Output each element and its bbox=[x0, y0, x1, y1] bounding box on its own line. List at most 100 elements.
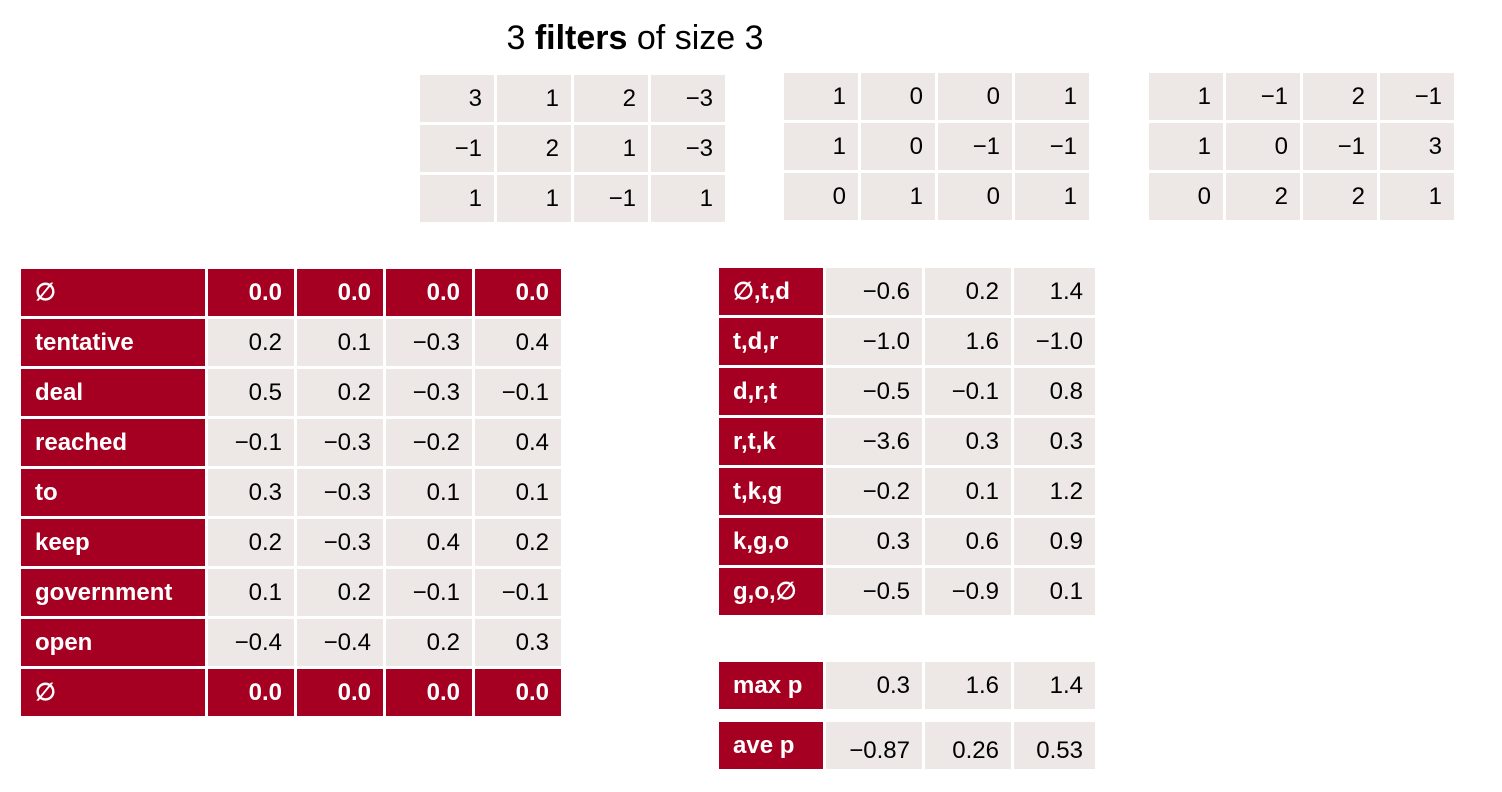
filter-cell: 1 bbox=[1380, 173, 1454, 220]
max-pool-table: max p 0.3 1.6 1.4 bbox=[716, 659, 1098, 712]
filter-cell: 3 bbox=[1380, 123, 1454, 170]
average-pool-value: 0.26 bbox=[925, 722, 1011, 769]
filter-cell: −1 bbox=[1226, 73, 1300, 120]
trigram-label: g,o,∅ bbox=[719, 568, 823, 615]
embedding-value: −0.4 bbox=[208, 619, 294, 666]
filter-cell: 0 bbox=[861, 73, 935, 120]
embedding-value: 0.0 bbox=[475, 269, 561, 316]
convolution-value: 0.3 bbox=[826, 518, 922, 565]
slide-title: 3 filters of size 3 bbox=[0, 18, 1270, 58]
average-pool-value: −0.87 bbox=[826, 722, 922, 769]
embedding-value: −0.3 bbox=[297, 419, 383, 466]
max-pool-row: max p 0.3 1.6 1.4 bbox=[719, 662, 1095, 709]
word-label: tentative bbox=[21, 319, 205, 366]
embedding-value: 0.0 bbox=[208, 669, 294, 716]
filter-cell: 2 bbox=[574, 75, 648, 122]
average-pool-value: 0.53 bbox=[1014, 722, 1095, 769]
embedding-value: 0.0 bbox=[475, 669, 561, 716]
word-label: open bbox=[21, 619, 205, 666]
trigram-label: r,t,k bbox=[719, 418, 823, 465]
convolution-value: 0.8 bbox=[1014, 368, 1095, 415]
filter-cell: 3 bbox=[420, 75, 494, 122]
filter-cell: −1 bbox=[1303, 123, 1377, 170]
filter-cell: 0 bbox=[1149, 173, 1223, 220]
filter-cell: 1 bbox=[497, 75, 571, 122]
convolution-value: 0.2 bbox=[925, 268, 1011, 315]
filter-cell: −1 bbox=[420, 125, 494, 172]
filter-cell: 1 bbox=[1015, 173, 1089, 220]
convolution-value: 0.3 bbox=[1014, 418, 1095, 465]
convolution-value: −0.1 bbox=[925, 368, 1011, 415]
embedding-value: 0.3 bbox=[475, 619, 561, 666]
embedding-value: 0.0 bbox=[297, 269, 383, 316]
trigram-label: t,k,g bbox=[719, 468, 823, 515]
title-keyword: filters bbox=[534, 19, 628, 57]
max-pool-value: 1.4 bbox=[1014, 662, 1095, 709]
embedding-value: −0.1 bbox=[208, 419, 294, 466]
filter-cell: 1 bbox=[1149, 73, 1223, 120]
filter-cell: 1 bbox=[784, 123, 858, 170]
average-pool-table: ave p −0.87 0.26 0.53 bbox=[716, 719, 1098, 772]
embedding-value: 0.5 bbox=[208, 369, 294, 416]
convolution-value: 0.1 bbox=[1014, 568, 1095, 615]
filter-cell: 0 bbox=[861, 123, 935, 170]
embedding-value: −0.3 bbox=[386, 319, 472, 366]
convolution-value: −1.0 bbox=[1014, 318, 1095, 365]
embedding-value: 0.1 bbox=[208, 569, 294, 616]
trigram-label: d,r,t bbox=[719, 368, 823, 415]
filter-cell: −1 bbox=[938, 123, 1012, 170]
filter-cell: −3 bbox=[651, 75, 725, 122]
embedding-value: 0.1 bbox=[386, 469, 472, 516]
word-label: reached bbox=[21, 419, 205, 466]
convolution-value: −0.9 bbox=[925, 568, 1011, 615]
average-pool-row: ave p −0.87 0.26 0.53 bbox=[719, 722, 1095, 769]
filter-cell: −3 bbox=[651, 125, 725, 172]
embedding-value: −0.3 bbox=[297, 469, 383, 516]
word-label: deal bbox=[21, 369, 205, 416]
embedding-value: 0.1 bbox=[297, 319, 383, 366]
convolution-value: 0.9 bbox=[1014, 518, 1095, 565]
filter-cell: 2 bbox=[1303, 173, 1377, 220]
convolution-value: 0.6 bbox=[925, 518, 1011, 565]
convolution-value: −0.6 bbox=[826, 268, 922, 315]
convolution-value: 1.4 bbox=[1014, 268, 1095, 315]
filter-cell: 2 bbox=[1226, 173, 1300, 220]
convolution-value: 1.6 bbox=[925, 318, 1011, 365]
convolution-value: −0.5 bbox=[826, 568, 922, 615]
word-label: keep bbox=[21, 519, 205, 566]
filter-cell: 1 bbox=[1149, 123, 1223, 170]
trigram-label: k,g,o bbox=[719, 518, 823, 565]
convolution-value: −0.5 bbox=[826, 368, 922, 415]
trigram-label: ∅,t,d bbox=[719, 268, 823, 315]
filter-cell: 2 bbox=[1303, 73, 1377, 120]
convolution-value: −1.0 bbox=[826, 318, 922, 365]
max-pool-value: 0.3 bbox=[826, 662, 922, 709]
embedding-value: −0.1 bbox=[475, 369, 561, 416]
filter-cell: 1 bbox=[574, 125, 648, 172]
embedding-value: 0.0 bbox=[297, 669, 383, 716]
title-count: 3 bbox=[506, 19, 526, 57]
convolution-value: −0.2 bbox=[826, 468, 922, 515]
embedding-value: 0.4 bbox=[386, 519, 472, 566]
embedding-value: 0.2 bbox=[297, 369, 383, 416]
filter-cell: −1 bbox=[1380, 73, 1454, 120]
